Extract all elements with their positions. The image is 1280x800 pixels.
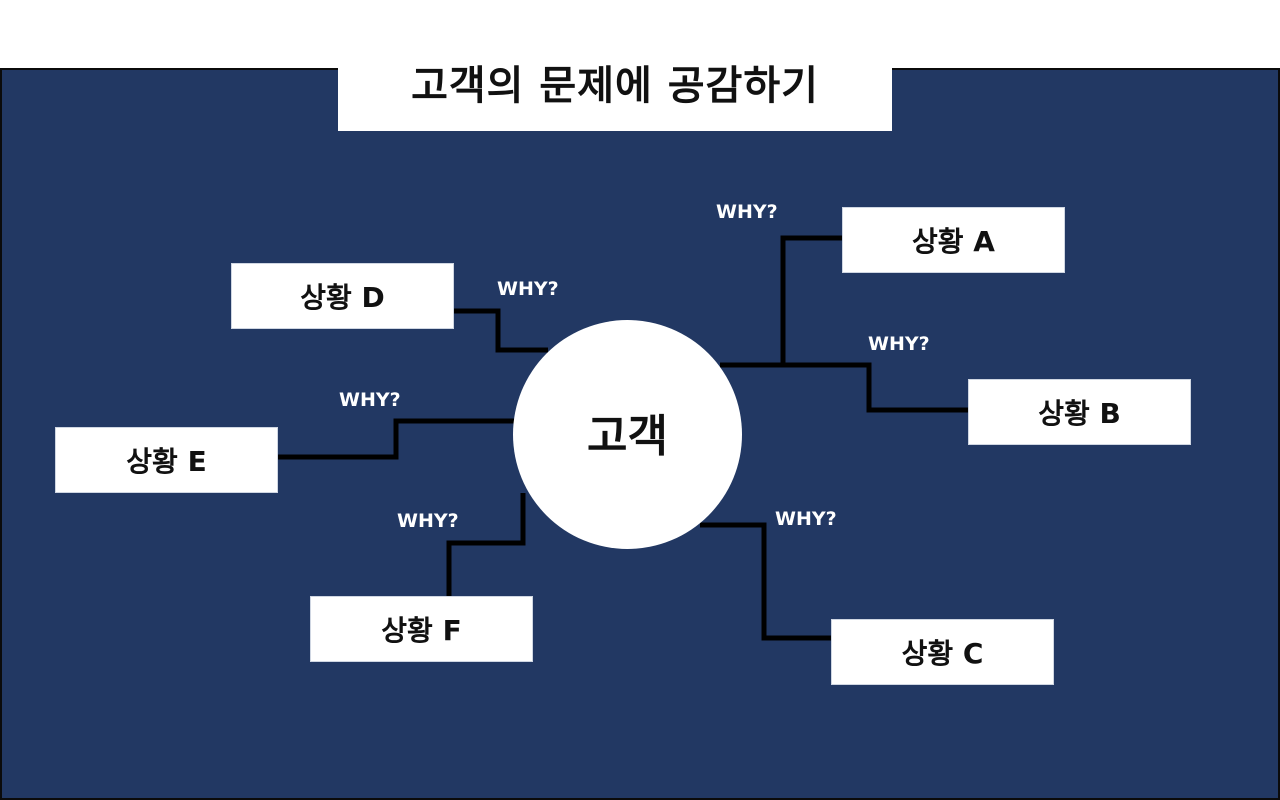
- connector-c: [700, 522, 831, 641]
- connector-b: [770, 362, 968, 413]
- customer-node: 고객: [513, 320, 742, 549]
- title-box: 고객의 문제에 공감하기: [338, 32, 892, 131]
- situation-d-box: 상황 D: [231, 263, 454, 329]
- situation-d-label: 상황 D: [300, 281, 385, 314]
- connector-d: [452, 308, 548, 353]
- situation-c-box: 상황 C: [831, 619, 1054, 685]
- connector-a: [720, 235, 842, 368]
- why-label-c: WHY?: [775, 508, 837, 530]
- situation-a-box: 상황 A: [842, 207, 1065, 273]
- why-label-a: WHY?: [716, 201, 778, 223]
- why-label-e: WHY?: [339, 389, 401, 411]
- customer-label: 고객: [587, 410, 668, 462]
- situation-a-label: 상황 A: [912, 225, 995, 258]
- situation-e-label: 상황 E: [126, 445, 207, 478]
- situation-e-box: 상황 E: [55, 427, 278, 493]
- connector-e: [277, 418, 514, 460]
- situation-b-box: 상황 B: [968, 379, 1191, 445]
- situation-b-label: 상황 B: [1038, 397, 1121, 430]
- why-label-d: WHY?: [497, 278, 559, 300]
- situation-f-label: 상황 F: [381, 614, 462, 647]
- situation-c-label: 상황 C: [901, 637, 984, 670]
- connector-f: [446, 493, 526, 596]
- why-label-f: WHY?: [397, 510, 459, 532]
- why-label-b: WHY?: [868, 333, 930, 355]
- situation-f-box: 상황 F: [310, 596, 533, 662]
- diagram-title: 고객의 문제에 공감하기: [411, 62, 819, 109]
